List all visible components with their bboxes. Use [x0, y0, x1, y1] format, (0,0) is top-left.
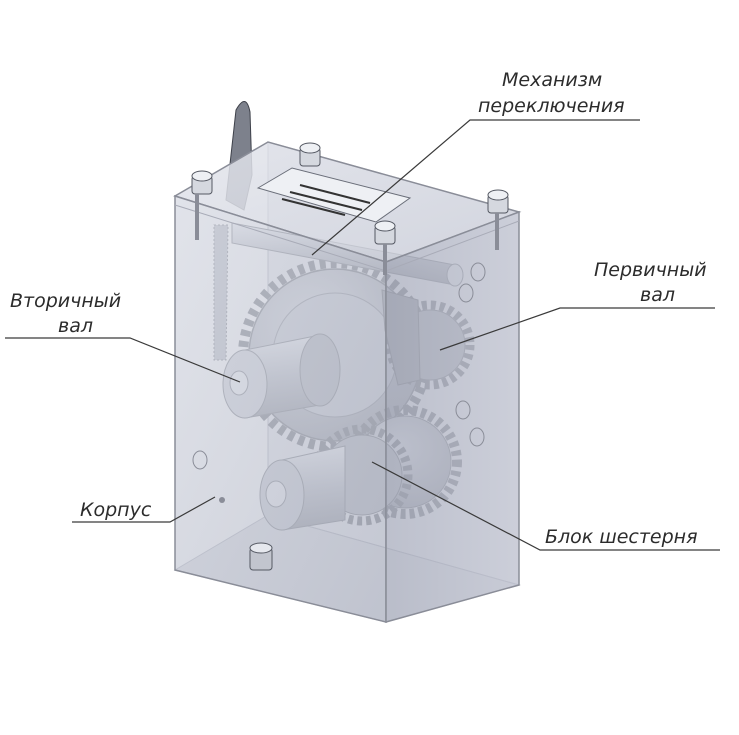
nameplate	[256, 167, 412, 223]
leader-lines	[5, 119, 720, 551]
label-primary-shaft-line1: Первичный	[594, 259, 707, 281]
bolt-icon	[191, 170, 213, 195]
label-secondary-shaft-line1: Вторичный	[10, 290, 121, 312]
top-bolts	[191, 142, 509, 275]
drain-plug-icon	[249, 542, 273, 571]
label-secondary-shaft-line2: вал	[58, 315, 93, 337]
leader-primary-shaft	[439, 307, 715, 351]
leader-shift-mechanism	[311, 119, 640, 256]
leader-secondary-shaft	[5, 337, 241, 383]
leader-housing	[72, 496, 216, 523]
bolt-icon	[299, 142, 321, 167]
label-primary-shaft: Первичный вал	[594, 259, 707, 306]
label-primary-shaft-line2: вал	[640, 284, 675, 306]
bolt-icon	[487, 189, 509, 214]
label-gear-block: Блок шестерня	[545, 526, 698, 548]
label-housing: Корпус	[80, 499, 152, 521]
label-shift-mechanism-line1: Механизм	[502, 69, 602, 91]
bolt-icon	[374, 220, 396, 245]
label-shift-mechanism: Механизм переключения	[478, 69, 625, 117]
label-secondary-shaft: Вторичный вал	[10, 290, 121, 337]
leader-gear-block	[371, 461, 720, 551]
housing-details	[192, 262, 486, 571]
label-shift-mechanism-line2: переключения	[478, 95, 625, 117]
